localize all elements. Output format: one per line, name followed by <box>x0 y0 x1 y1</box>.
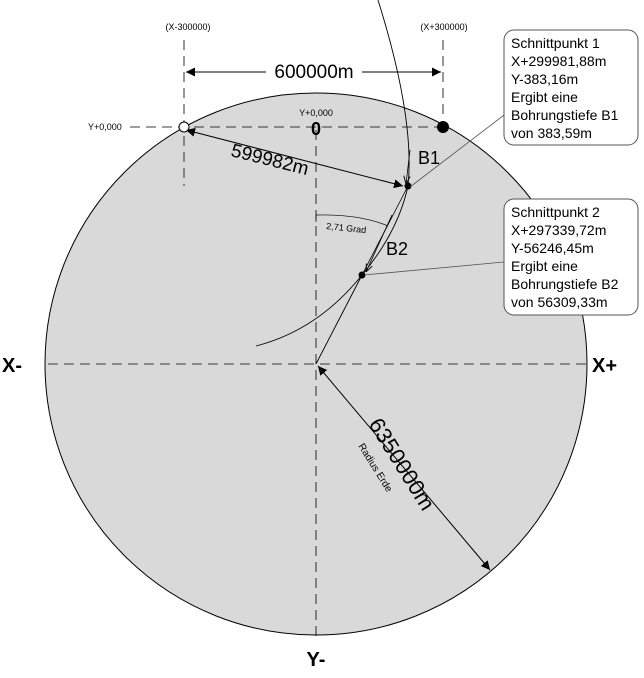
box1-line-6: von 383,59m <box>511 125 592 141</box>
axis-y-minus-label: Y- <box>307 649 326 671</box>
box2-line-2: X+297339,72m <box>511 222 606 238</box>
box1-line-1: Schnittpunkt 1 <box>511 35 600 51</box>
origin-zero-label: 0 <box>311 119 321 139</box>
radius-line-b2 <box>315 274 363 365</box>
schnittpunkt-1-box: Schnittpunkt 1 X+299981,88m Y-383,16m Er… <box>503 29 639 146</box>
leader-line-1 <box>409 111 509 188</box>
y-zero-top-label: Y+0,000 <box>299 108 333 118</box>
dimension-600000-label: 600000m <box>274 62 353 83</box>
intersection-point-1 <box>404 182 412 190</box>
dimension-600000-label-bg <box>266 60 362 82</box>
arc-arrow-b1 <box>406 149 410 184</box>
b2-label: B2 <box>386 239 408 259</box>
box2-line-6: von 56309,33m <box>511 294 608 310</box>
x-minus-point <box>178 121 190 133</box>
axis-x-plus-label: X+ <box>592 355 617 377</box>
b1-label: B1 <box>418 148 440 168</box>
x-minus-300000-label: (X-300000) <box>165 22 210 32</box>
drill-arc <box>255 0 410 347</box>
box2-line-1: Schnittpunkt 2 <box>511 204 600 220</box>
box2-line-5: Bohrungstiefe B2 <box>511 276 619 292</box>
schnittpunkt-2-box: Schnittpunkt 2 X+297339,72m Y-56246,45m … <box>503 198 639 316</box>
box2-line-3: Y-56246,45m <box>511 240 594 256</box>
box1-line-5: Bohrungstiefe B1 <box>511 107 619 123</box>
box1-line-4: Ergibt eine <box>511 89 578 105</box>
radius-dimension-line <box>317 365 491 571</box>
angle-label: 2,71 Grad <box>326 221 367 235</box>
y-zero-left-label: Y+0,000 <box>88 122 122 132</box>
intersection-point-2 <box>358 271 366 279</box>
leader-line-2 <box>363 261 505 276</box>
origin-point <box>437 121 449 133</box>
box1-line-3: Y-383,16m <box>511 71 578 87</box>
angle-arc <box>315 214 389 227</box>
box2-line-4: Ergibt eine <box>511 258 578 274</box>
box1-line-2: X+299981,88m <box>511 53 606 69</box>
axis-x-minus-label: X- <box>2 355 22 377</box>
dimension-599982-line <box>185 127 404 189</box>
x-plus-300000-label: (X+300000) <box>420 22 467 32</box>
